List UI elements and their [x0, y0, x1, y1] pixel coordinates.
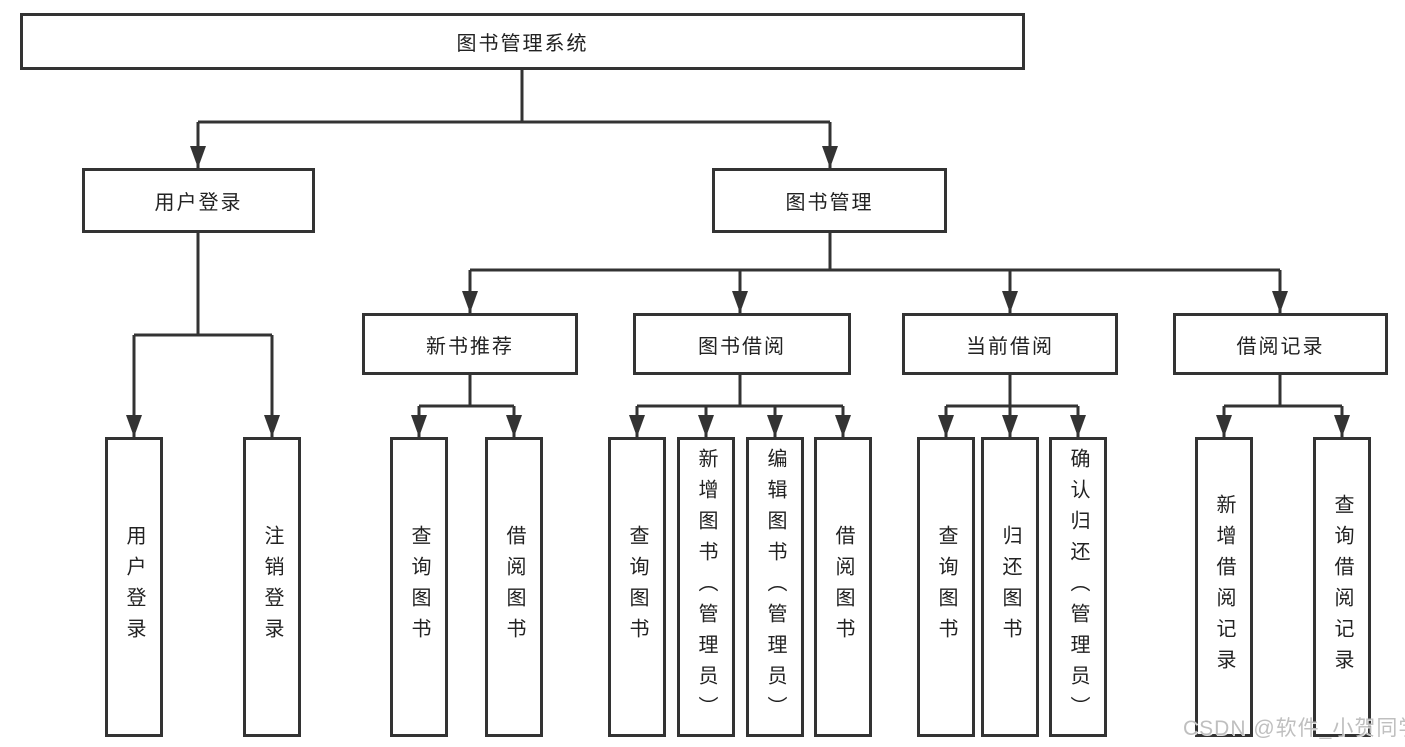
node-label: 查询图书	[626, 525, 648, 649]
connector-user-login-children	[126, 233, 280, 437]
node-label: 归还图书	[999, 525, 1021, 649]
node-leaf-confirm-return-admin: 确认归还（管理员）	[1049, 437, 1107, 737]
node-label: 借阅图书	[832, 525, 854, 649]
node-leaf-return-books: 归还图书	[981, 437, 1039, 737]
node-label: 新增借阅记录	[1213, 494, 1235, 680]
node-leaf-query-books-recommend: 查询图书	[390, 437, 448, 737]
node-leaf-add-books-admin: 新增图书（管理员）	[677, 437, 735, 737]
node-label: 新增图书（管理员）	[695, 447, 717, 727]
node-leaf-edit-books-admin: 编辑图书（管理员）	[746, 437, 804, 737]
connector-book-management-children	[462, 233, 1288, 313]
node-label: 注销登录	[261, 525, 283, 649]
node-label: 查询图书	[935, 525, 957, 649]
node-leaf-query-books-current: 查询图书	[917, 437, 975, 737]
node-new-book-recommendation: 新书推荐	[362, 313, 578, 375]
node-book-management: 图书管理	[712, 168, 947, 233]
connector-book-borrow-children	[629, 375, 851, 437]
connector-current-borrow-children	[938, 375, 1086, 437]
connector-root-to-level2	[190, 70, 838, 168]
node-current-borrowing: 当前借阅	[902, 313, 1118, 375]
node-leaf-borrow-books-recommend: 借阅图书	[485, 437, 543, 737]
connector-new-book-children	[411, 375, 522, 437]
node-leaf-user-login: 用户登录	[105, 437, 163, 737]
node-leaf-borrow-books: 借阅图书	[814, 437, 872, 737]
node-leaf-add-borrow-record: 新增借阅记录	[1195, 437, 1253, 737]
node-borrowing-records: 借阅记录	[1173, 313, 1388, 375]
node-book-borrowing: 图书借阅	[633, 313, 851, 375]
node-label: 用户登录	[123, 525, 145, 649]
node-label: 编辑图书（管理员）	[764, 447, 786, 727]
node-leaf-logout: 注销登录	[243, 437, 301, 737]
node-label: 确认归还（管理员）	[1067, 447, 1089, 727]
node-leaf-query-borrow-record: 查询借阅记录	[1313, 437, 1371, 737]
connector-borrow-record-children	[1216, 375, 1350, 437]
node-user-login: 用户登录	[82, 168, 315, 233]
node-leaf-query-books-borrow: 查询图书	[608, 437, 666, 737]
node-label: 查询借阅记录	[1331, 494, 1353, 680]
node-label: 查询图书	[408, 525, 430, 649]
node-label: 借阅图书	[503, 525, 525, 649]
node-library-system: 图书管理系统	[20, 13, 1025, 70]
